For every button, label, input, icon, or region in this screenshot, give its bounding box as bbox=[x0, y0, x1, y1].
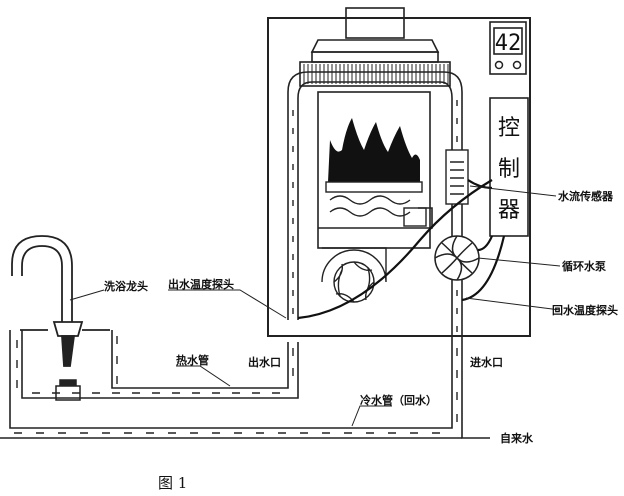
coil-flow-dashes bbox=[292, 100, 458, 338]
faucet bbox=[11, 235, 110, 367]
circulation-pump bbox=[434, 235, 480, 281]
flow-sensor bbox=[445, 149, 469, 205]
label-inlet: 进水口 bbox=[470, 355, 503, 369]
label-return-probe: 回水温度探头 bbox=[552, 303, 618, 317]
display-knob-left bbox=[494, 60, 504, 70]
controller-char-3: 器 bbox=[498, 198, 520, 223]
label-outlet-probe: 出水温度探头 bbox=[168, 277, 234, 291]
flue-vent bbox=[299, 7, 451, 87]
blower-fan bbox=[321, 247, 387, 303]
heater-housing bbox=[267, 17, 531, 337]
label-pump: 循环水泵 bbox=[562, 259, 606, 273]
display-knob-right bbox=[512, 60, 522, 70]
label-outlet: 出水口 bbox=[248, 355, 281, 369]
controller-box bbox=[489, 97, 529, 237]
label-tap-water: 自来水 bbox=[500, 431, 534, 445]
burner-rails bbox=[325, 181, 427, 227]
heat-exchanger-fins bbox=[303, 64, 449, 84]
label-hot-pipe: 热水管 bbox=[176, 353, 209, 367]
label-cold-pipe: 冷水管（回水） bbox=[360, 393, 437, 407]
controller-char-1: 控 bbox=[498, 116, 520, 141]
label-flow-sensor: 水流传感器 bbox=[558, 189, 614, 203]
label-faucet: 洗浴龙头 bbox=[104, 279, 148, 293]
hot-pipe-dashes bbox=[16, 336, 294, 394]
temperature-display: 42 bbox=[495, 31, 522, 56]
controller-char-2: 制 bbox=[498, 157, 520, 182]
hot-water-pipe bbox=[21, 330, 299, 399]
heater-coil-pipes bbox=[287, 71, 463, 342]
figure-caption: 图 1 bbox=[158, 474, 187, 492]
cold-water-pipe bbox=[0, 330, 490, 439]
burner-flames bbox=[328, 118, 420, 182]
sensor-wires bbox=[297, 179, 506, 320]
cold-pipe-dashes bbox=[14, 348, 458, 434]
display-panel bbox=[489, 21, 527, 75]
check-valve bbox=[55, 379, 81, 401]
leader-lines bbox=[69, 185, 561, 427]
